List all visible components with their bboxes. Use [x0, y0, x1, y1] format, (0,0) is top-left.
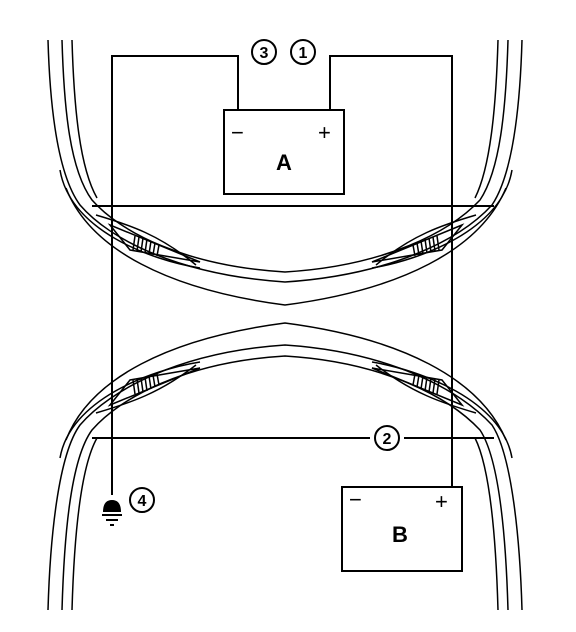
svg-text:2: 2	[383, 431, 392, 448]
callout-4: 4	[129, 487, 155, 513]
ground-icon	[102, 500, 122, 526]
svg-text:4: 4	[138, 493, 147, 510]
upper-right-grille	[412, 235, 440, 257]
battery-a-negative-sign: −	[231, 120, 244, 145]
lower-left-grille	[132, 373, 160, 395]
battery-b-negative-sign: −	[349, 487, 362, 512]
lower-right-grille	[412, 373, 440, 395]
callout-3: 3	[251, 39, 277, 65]
battery-b: − + B	[341, 486, 463, 572]
battery-b-label: B	[392, 522, 408, 547]
battery-a: − + A	[223, 109, 345, 195]
cable-negative	[111, 55, 239, 495]
callout-1: 1	[290, 39, 316, 65]
battery-b-positive-sign: +	[435, 489, 448, 514]
upper-left-grille	[132, 235, 160, 257]
svg-text:1: 1	[299, 45, 308, 62]
svg-text:3: 3	[260, 45, 269, 62]
lower-vehicle-outline	[47, 322, 523, 611]
battery-a-label: A	[276, 150, 292, 175]
cable-positive	[329, 55, 453, 487]
battery-a-positive-sign: +	[318, 120, 331, 145]
upper-vehicle-outline	[47, 39, 523, 306]
callout-2: 2	[374, 425, 400, 451]
